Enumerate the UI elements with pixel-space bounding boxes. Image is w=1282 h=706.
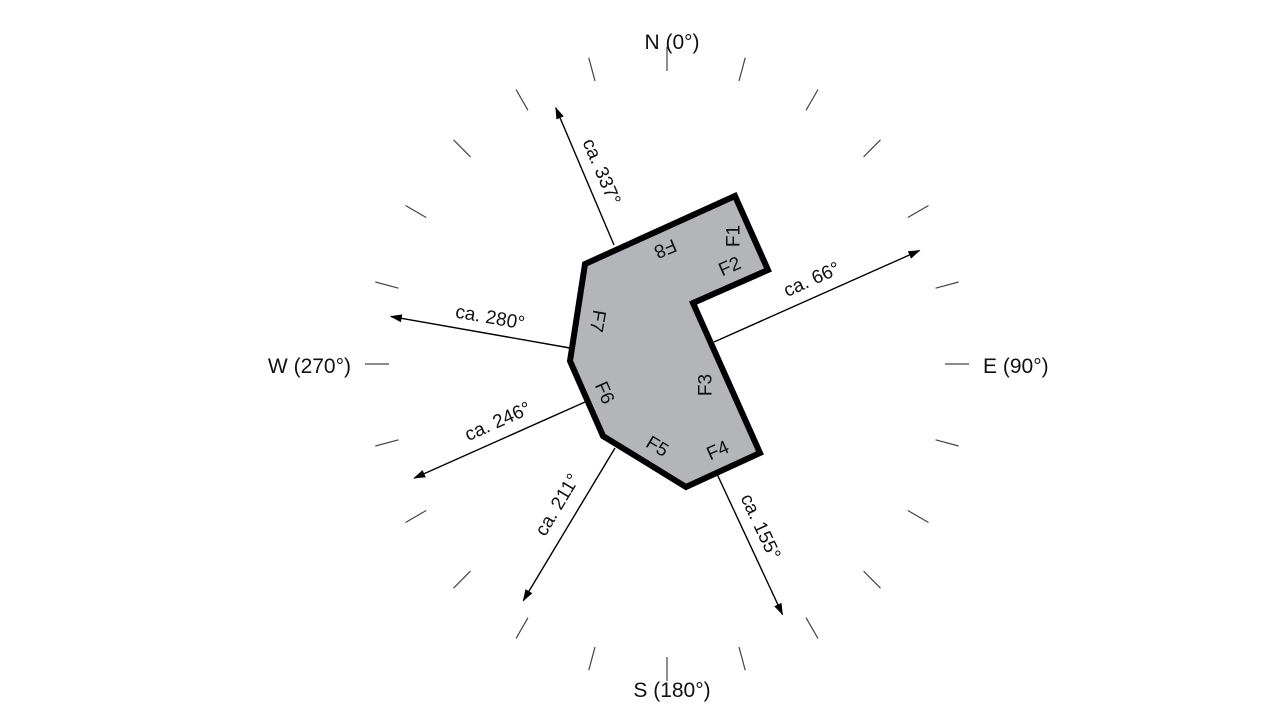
compass-tick-15 xyxy=(738,57,746,82)
compass-tick-105 xyxy=(935,439,959,447)
compass-tick-225 xyxy=(453,570,471,589)
orientation-label-155: ca. 155° xyxy=(736,491,785,563)
compass-south-label: S (180°) xyxy=(633,679,710,702)
compass-north-label: N (0°) xyxy=(644,31,699,54)
compass-tick-30 xyxy=(805,89,819,111)
compass-tick-345 xyxy=(588,57,596,82)
orientation-label-66: ca. 66° xyxy=(781,258,844,301)
orientation-arrow-211 xyxy=(522,447,616,602)
orientation-arrow-66 xyxy=(713,249,921,343)
orientation-arrow-155 xyxy=(716,473,784,616)
orientation-label-211: ca. 211° xyxy=(531,470,584,540)
compass-tick-120 xyxy=(907,509,929,524)
compass-tick-150 xyxy=(805,617,819,639)
face-label-f7: F7 xyxy=(585,308,610,333)
compass-tick-45 xyxy=(863,139,881,158)
compass-tick-210 xyxy=(515,617,529,639)
orientation-label-246: ca. 246° xyxy=(462,398,534,446)
compass-tick-255 xyxy=(375,439,399,447)
compass-tick-195 xyxy=(588,646,596,671)
face-label-f3: F3 xyxy=(696,374,717,396)
compass-tick-135 xyxy=(863,570,881,589)
compass-ticks xyxy=(365,47,969,681)
orientation-label-337: ca. 337° xyxy=(578,136,625,209)
compass-tick-330 xyxy=(515,89,529,111)
compass-tick-300 xyxy=(405,204,427,219)
orientation-arrow-280 xyxy=(389,314,571,349)
orientation-arrow-246 xyxy=(413,401,586,479)
orientation-arrow-337 xyxy=(555,106,615,246)
compass-tick-285 xyxy=(375,281,399,289)
compass-east-label: E (90°) xyxy=(983,355,1049,378)
face-label-f1: F1 xyxy=(724,225,745,247)
building-footprint xyxy=(566,192,772,491)
compass-tick-165 xyxy=(738,646,746,671)
compass-tick-75 xyxy=(935,281,959,289)
orientation-arrows xyxy=(389,106,921,616)
compass-tick-315 xyxy=(453,139,471,158)
compass-west-label: W (270°) xyxy=(268,355,351,378)
compass-tick-240 xyxy=(405,509,427,524)
compass-tick-60 xyxy=(907,204,929,219)
